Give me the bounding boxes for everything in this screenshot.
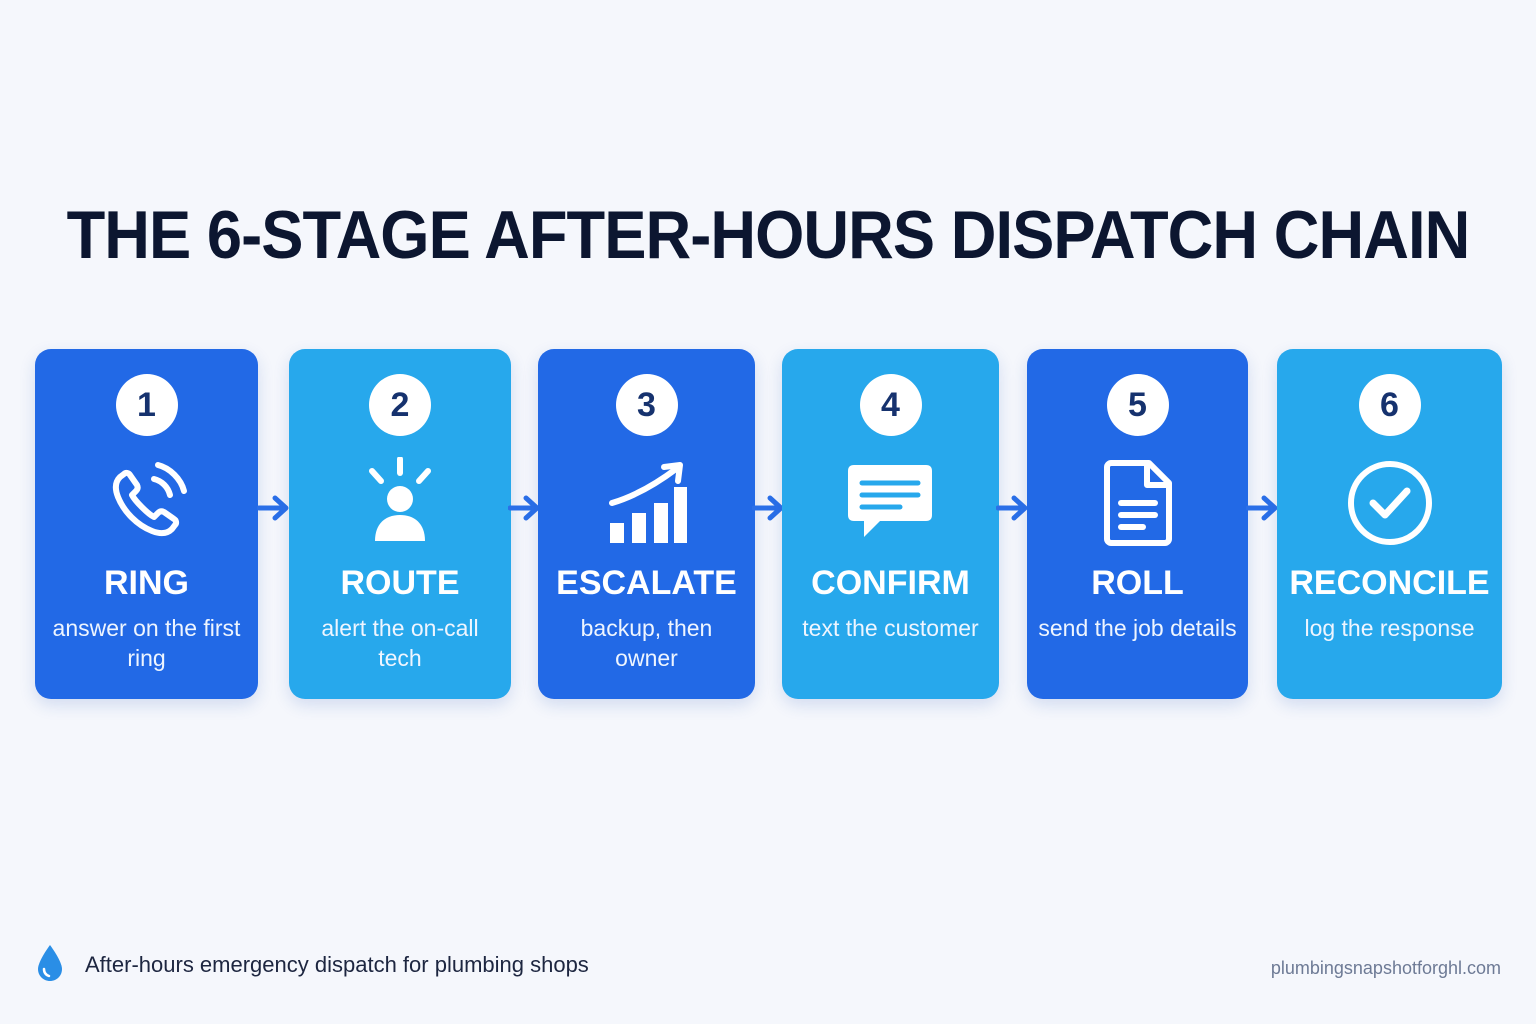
stage-number-badge: 6 bbox=[1358, 374, 1421, 436]
phone-ringing-icon bbox=[102, 457, 192, 547]
stage-card-escalate: 3 ESCALATE backup, then owner bbox=[538, 349, 755, 699]
stage-title: ROLL bbox=[1091, 564, 1184, 602]
stage-description: answer on the first ring bbox=[52, 615, 241, 671]
person-alert-icon bbox=[355, 457, 445, 547]
stage-title: RECONCILE bbox=[1289, 564, 1490, 602]
stage-card-confirm: 4 CONFIRM text the customer bbox=[782, 349, 999, 699]
stage-card-ring: 1 RING answer on the first ring bbox=[35, 349, 258, 699]
stage-description: alert the on-call tech bbox=[321, 615, 479, 671]
arrow-right-icon bbox=[996, 493, 1030, 523]
arrow-right-icon bbox=[752, 493, 786, 523]
stage-number-badge: 2 bbox=[369, 374, 431, 436]
chat-message-icon bbox=[846, 457, 936, 547]
stage-number-badge: 1 bbox=[115, 374, 178, 436]
stage-card-route: 2 ROUTE alert the on-call tech bbox=[289, 349, 511, 699]
arrow-right-icon bbox=[1246, 493, 1280, 523]
water-drop-icon bbox=[36, 943, 64, 983]
stage-description: text the customer bbox=[802, 615, 979, 641]
stage-number-badge: 3 bbox=[615, 374, 678, 436]
footer-tagline: After-hours emergency dispatch for plumb… bbox=[85, 952, 589, 977]
footer-website: plumbingsnapshotforghl.com bbox=[1270, 958, 1501, 978]
stage-description: backup, then owner bbox=[580, 615, 713, 671]
check-circle-icon bbox=[1345, 457, 1435, 547]
stage-title: ESCALATE bbox=[556, 564, 737, 602]
stage-title: RING bbox=[104, 564, 189, 602]
stage-description: send the job details bbox=[1038, 615, 1237, 641]
stage-card-reconcile: 6 RECONCILE log the response bbox=[1277, 349, 1502, 699]
stage-title: CONFIRM bbox=[811, 564, 970, 602]
stage-description: log the response bbox=[1304, 615, 1475, 641]
stage-number-badge: 4 bbox=[859, 374, 922, 436]
arrow-right-icon bbox=[257, 493, 291, 523]
arrow-right-icon bbox=[508, 493, 542, 523]
page-title: THE 6-STAGE AFTER-HOURS DISPATCH CHAIN bbox=[66, 197, 1471, 273]
stage-title: ROUTE bbox=[340, 564, 460, 602]
stage-number-badge: 5 bbox=[1106, 374, 1169, 436]
bar-chart-up-icon bbox=[602, 457, 692, 547]
stage-card-roll: 5 ROLL send the job details bbox=[1027, 349, 1248, 699]
document-icon bbox=[1093, 457, 1183, 547]
